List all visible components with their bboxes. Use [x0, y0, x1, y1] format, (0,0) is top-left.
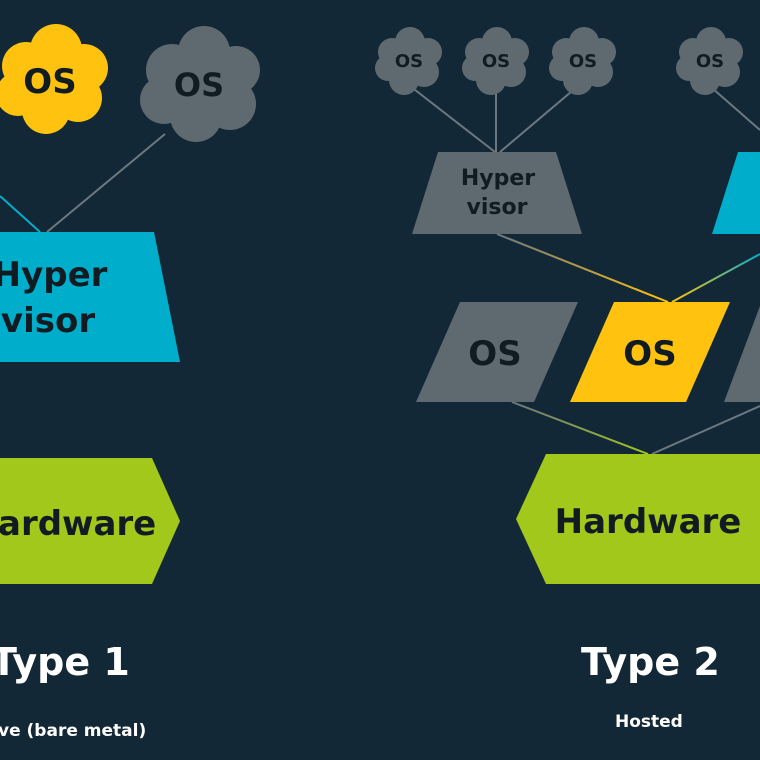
type1-guest-os-yellow-label: OS	[23, 62, 76, 102]
type2-guest-os-1-label: OS	[395, 51, 423, 72]
type2-hardware: Hardware	[516, 454, 760, 584]
type1-hardware-label: ardware	[0, 504, 156, 544]
type2-host-os-yellow-label: OS	[623, 334, 676, 374]
type2-connector-os1-hypervisor	[409, 85, 496, 153]
type2-connector-os4-right	[711, 87, 760, 131]
type1-subtitle: ve (bare metal)	[0, 721, 147, 741]
type2-hypervisor-label-line1: Hyper	[461, 166, 535, 191]
type2-host-os-gray-shape	[416, 302, 578, 402]
type2-title: Type 2	[581, 640, 720, 684]
type1-hardware: ardware	[0, 458, 180, 584]
type2-hypervisor-gray-shape	[412, 152, 582, 234]
type1-hypervisor-shape	[0, 232, 180, 362]
type2-host-os-yellow-shape	[570, 302, 730, 402]
type2-connector-grayos-hardware	[511, 401, 649, 455]
type1-connectors	[0, 126, 166, 458]
type2-connector-hypervisor-hostos	[496, 233, 669, 303]
type2-guest-os-4-cloud	[676, 27, 743, 95]
type2-guest-os-3-label: OS	[569, 51, 597, 72]
type1-hypervisor-label-line1: Hyper	[0, 255, 108, 295]
type2-host-os-gray-label: OS	[468, 334, 521, 374]
type2-hardware-label: Hardware	[555, 502, 742, 542]
type2-host-os-gray: OS	[416, 302, 578, 402]
type2-guest-os-3: OS	[549, 27, 616, 95]
type2-connector-right-hypervisor-hostos	[671, 253, 760, 303]
type2-hypervisor-label-line2: visor	[467, 195, 528, 220]
type2-hypervisor-gray: Hyper visor	[412, 152, 582, 234]
type2-hypervisor-cyan-partial	[712, 152, 760, 234]
type2-connectors	[409, 85, 760, 455]
type2-guest-os-2: OS	[462, 27, 529, 95]
type1-connector-offscreen-hypervisor	[0, 195, 41, 233]
type2-guest-os-3-cloud	[549, 27, 616, 95]
type1-hypervisor: Hyper visor	[0, 232, 180, 362]
type2-guest-os-1: OS	[375, 27, 442, 95]
type1-guest-os-gray-cloud	[140, 26, 260, 142]
type2-guest-os-2-label: OS	[482, 51, 510, 72]
type1-guest-os-yellow: OS	[0, 24, 108, 134]
type1-guest-os-yellow-cloud	[0, 24, 108, 134]
type2-subtitle: Hosted	[615, 712, 683, 732]
type1-hypervisor-label-line2: visor	[1, 301, 95, 341]
type2-host-os-partial	[724, 306, 760, 402]
type2-hardware-shape	[516, 454, 760, 584]
type2-connector-os3-hypervisor	[499, 85, 579, 153]
type1-connector-os2-hypervisor	[46, 133, 166, 233]
type1-guest-os-gray-label: OS	[174, 66, 224, 104]
type1-hardware-shape	[0, 458, 180, 584]
type2-guest-os-2-cloud	[462, 27, 529, 95]
type2-guest-os-1-cloud	[375, 27, 442, 95]
type1-title: Type 1	[0, 640, 130, 684]
type2-guest-os-4: OS	[676, 27, 743, 95]
type2-guest-os-4-label: OS	[696, 51, 724, 72]
type1-guest-os-gray: OS	[140, 26, 260, 142]
type2-connector-rightos-hardware	[651, 405, 760, 455]
type2-host-os-yellow: OS	[570, 302, 730, 402]
